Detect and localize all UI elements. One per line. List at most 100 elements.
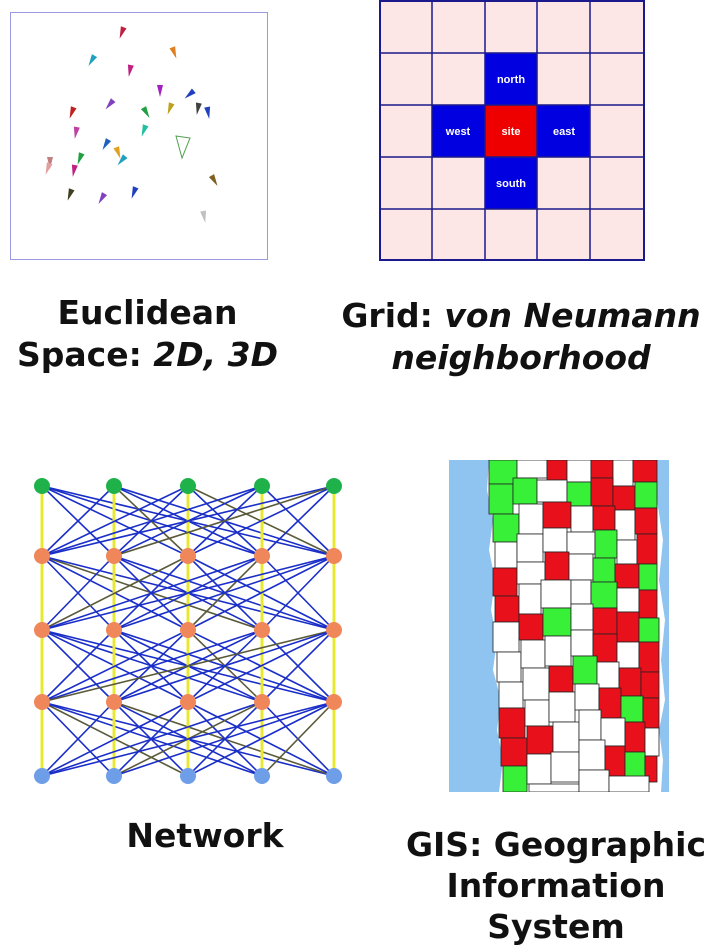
network-edge <box>41 555 115 631</box>
network-node <box>34 622 50 638</box>
grid-cell-west <box>432 105 485 157</box>
gis-district <box>550 751 580 783</box>
agent-arrow <box>69 106 77 119</box>
network-node <box>254 768 270 784</box>
grid-label-east: east <box>553 126 575 138</box>
agent-arrow <box>208 174 218 187</box>
network-node <box>106 694 122 710</box>
network-node <box>106 622 122 638</box>
gis-district <box>616 641 640 669</box>
network-edge <box>187 701 335 777</box>
network-edge <box>41 629 189 703</box>
agent-arrow <box>184 88 196 99</box>
gis-district <box>578 709 602 741</box>
network-edge <box>261 629 335 703</box>
network-node <box>34 478 50 494</box>
network-node <box>326 478 342 494</box>
agent-arrow <box>131 186 139 199</box>
network-node <box>326 622 342 638</box>
gis-district <box>546 460 568 481</box>
gis-district <box>590 581 618 609</box>
gis-district <box>598 687 622 719</box>
gis-district <box>518 503 544 535</box>
gis-district <box>500 737 528 767</box>
gis-district <box>618 667 642 697</box>
network-edge <box>113 485 335 557</box>
gis-district <box>644 727 660 757</box>
grid-label-north: north <box>497 74 525 86</box>
grid-caption-line1: Grid: von Neumann <box>330 295 712 337</box>
gis-district <box>616 539 638 565</box>
gis-district <box>516 533 544 563</box>
gis-district <box>634 481 658 509</box>
gis-district <box>614 509 636 541</box>
grid-label-south: south <box>496 178 526 190</box>
network-edge <box>41 485 115 557</box>
agent-arrow <box>119 26 127 39</box>
gis-district <box>566 531 596 555</box>
network-edge <box>41 555 189 631</box>
euclidean-space-plot <box>10 12 268 260</box>
gis-district <box>570 505 594 533</box>
agent-arrow <box>140 106 150 119</box>
gis-district <box>592 505 616 531</box>
grid-cell-site <box>485 105 537 157</box>
gis-district <box>488 460 518 485</box>
grid-cell-south <box>485 157 537 209</box>
gis-panel <box>449 460 669 792</box>
grid-caption-prefix: Grid: <box>341 296 445 335</box>
euclidean-panel <box>10 12 268 260</box>
gis-district <box>502 765 528 792</box>
gis-district <box>552 721 580 753</box>
gis-district <box>570 629 594 657</box>
network-node <box>106 768 122 784</box>
network-node <box>180 478 196 494</box>
grid-caption: Grid: von Neumann neighborhood <box>330 295 712 379</box>
agent-arrow <box>71 164 78 177</box>
network-edge <box>187 629 335 703</box>
gis-district <box>492 621 520 653</box>
agent-arrow <box>73 126 80 139</box>
network-node <box>34 548 50 564</box>
gis-district <box>526 753 552 785</box>
network-node <box>326 768 342 784</box>
gis-district <box>568 553 594 581</box>
agent-arrow <box>195 102 202 115</box>
network-edge <box>41 555 263 631</box>
agent-outline-arrow <box>175 135 191 160</box>
gis-district <box>512 477 538 505</box>
gis-district <box>496 651 522 683</box>
gis-district <box>542 607 572 637</box>
gis-district <box>548 665 574 693</box>
agent-arrow <box>88 54 98 67</box>
network-node <box>326 694 342 710</box>
gis-district <box>636 533 658 565</box>
gis-regions <box>488 460 660 792</box>
agent-arrow <box>157 85 163 97</box>
gis-district <box>638 563 658 591</box>
network-edge <box>41 485 263 557</box>
network-node <box>34 694 50 710</box>
gis-district <box>522 667 550 701</box>
gis-district <box>642 697 660 729</box>
gis-district <box>594 529 618 559</box>
network-edge <box>187 485 335 557</box>
euclidean-caption-line1: Euclidean <box>57 293 238 332</box>
grid-caption-neighborhood: neighborhood <box>391 338 651 377</box>
gis-district <box>498 681 524 709</box>
euclidean-caption-dims: 2D, 3D <box>153 335 279 374</box>
network-edge <box>41 701 189 777</box>
gis-district <box>498 707 526 739</box>
agent-arrow <box>45 162 53 175</box>
gis-caption: GIS: Geographic Information System <box>400 824 712 947</box>
agent-arrow <box>200 210 207 223</box>
von-neumann-grid: north west site east south <box>379 0 645 261</box>
network-node <box>180 548 196 564</box>
gis-district <box>492 567 518 597</box>
gis-district <box>518 613 544 641</box>
gis-district <box>544 551 570 581</box>
gis-district <box>638 617 660 643</box>
gis-district <box>542 501 572 529</box>
gis-district <box>540 579 572 609</box>
gis-district <box>544 635 572 667</box>
